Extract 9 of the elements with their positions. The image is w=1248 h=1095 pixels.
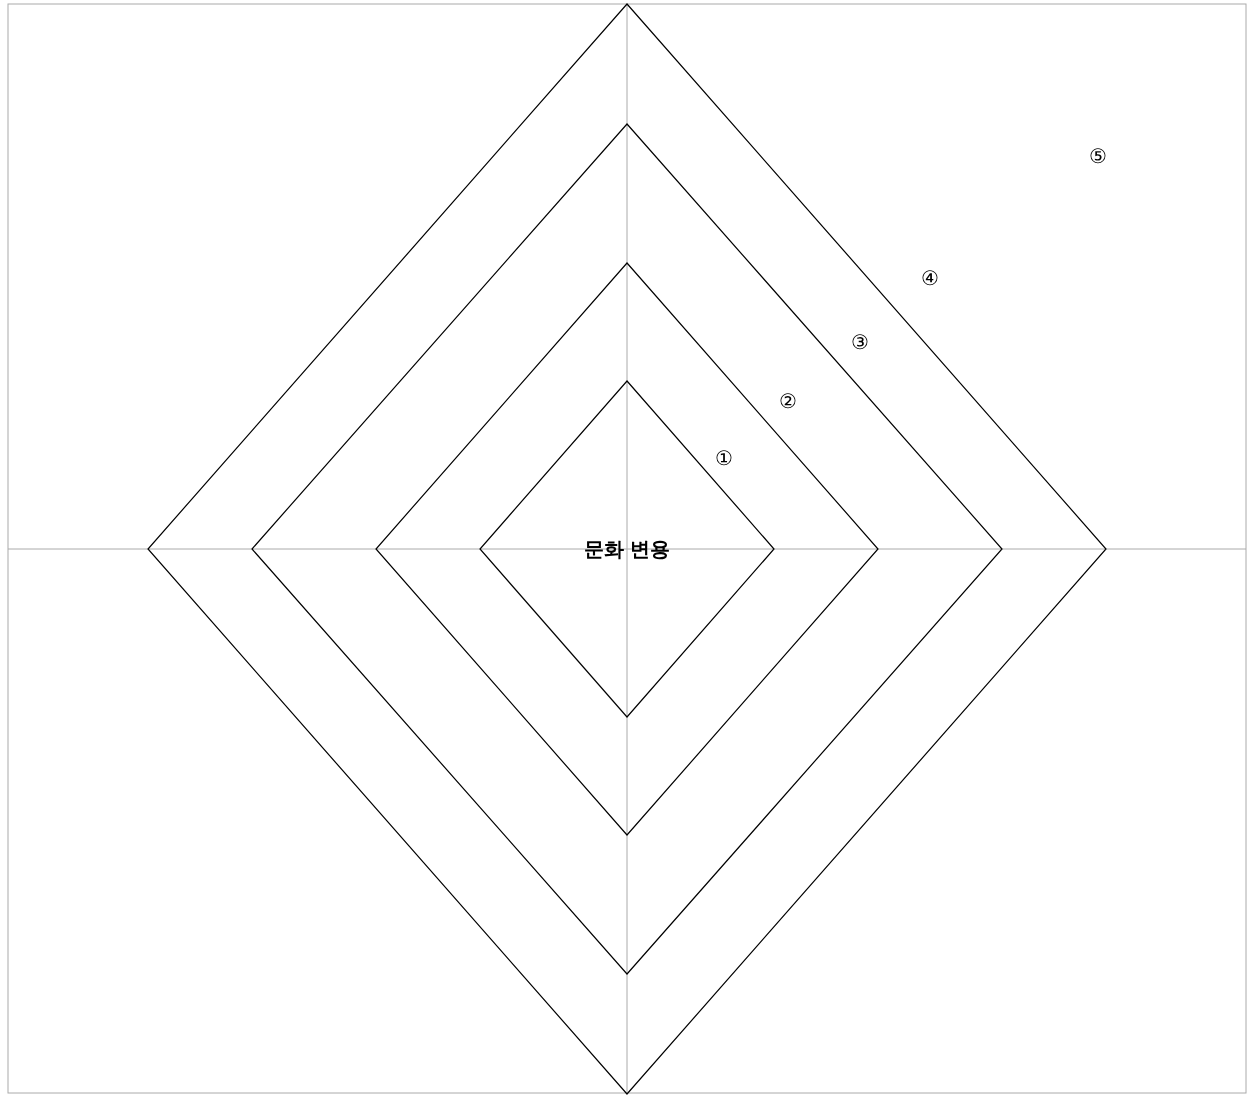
diamond-ring — [252, 124, 1002, 974]
diamond-ring — [148, 4, 1106, 1094]
diamond-ring — [376, 263, 878, 835]
callout-number: ① — [715, 448, 733, 468]
callout-number: ③ — [851, 332, 869, 352]
center-diamond — [480, 381, 774, 717]
callout-number: ⑤ — [1089, 146, 1107, 166]
callout-number: ④ — [921, 268, 939, 288]
center-label: 문화 변용 — [583, 535, 671, 563]
